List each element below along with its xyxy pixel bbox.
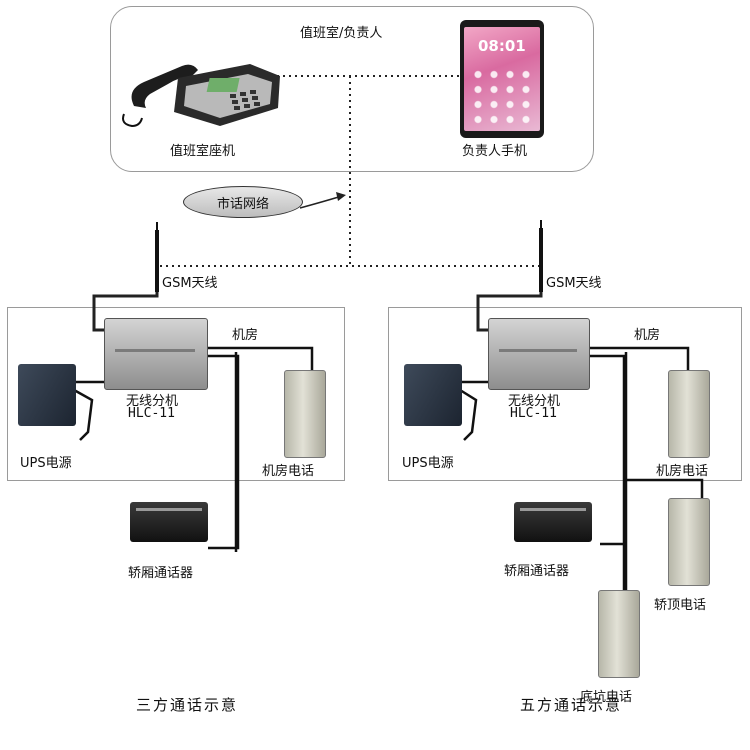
left-room-phone-icon: [284, 370, 326, 458]
left-antenna: [92, 222, 159, 332]
mobile-clock: 08:01: [478, 37, 526, 55]
city-network-ellipse: 市话网络: [183, 186, 303, 218]
right-wiring: [459, 346, 704, 592]
left-room-phone-label: 机房电话: [262, 464, 315, 479]
left-car-intercom-label: 轿厢通话器: [128, 566, 194, 581]
dotted-network-lines: [160, 75, 540, 267]
mobile-phone-label: 负责人手机: [462, 144, 528, 159]
right-room-phone-label: 机房电话: [656, 464, 709, 479]
left-ups-icon: [18, 364, 76, 426]
right-wireless-unit-icon: [488, 318, 590, 390]
left-unit-label-2: HLC-11: [128, 406, 175, 421]
city-network-label: 市话网络: [216, 196, 269, 212]
right-room-phone-icon: [668, 370, 710, 458]
right-room-label: 机房: [634, 328, 661, 343]
right-antenna: [476, 220, 543, 332]
right-ups-icon: [404, 364, 462, 426]
right-car-top-phone-icon: [668, 498, 710, 586]
right-car-top-phone-label: 轿顶电话: [654, 598, 707, 613]
left-wireless-unit-icon: [104, 318, 208, 390]
mobile-phone-icon: 08:01: [460, 20, 544, 138]
right-ups-label: UPS电源: [402, 456, 454, 471]
right-unit-label-1: 无线分机: [508, 394, 561, 409]
duty-room-title: 值班室/负责人: [300, 26, 383, 41]
left-car-intercom-icon: [130, 502, 208, 542]
desk-phone-label: 值班室座机: [170, 144, 236, 159]
right-unit-label-2: HLC-11: [510, 406, 557, 421]
left-antenna-label: GSM天线: [162, 276, 218, 291]
right-pit-phone-icon: [598, 590, 640, 678]
right-pit-phone-label: 底坑电话: [580, 690, 633, 705]
left-ups-label: UPS电源: [20, 456, 72, 471]
right-car-intercom-label: 轿厢通话器: [504, 564, 570, 579]
left-caption: 三方通话示意: [136, 696, 239, 714]
left-room-label: 机房: [232, 328, 259, 343]
right-car-intercom-icon: [514, 502, 592, 542]
left-wiring: [73, 346, 314, 552]
right-antenna-label: GSM天线: [546, 276, 602, 291]
app-grid-icon: [470, 67, 534, 125]
left-unit-label-1: 无线分机: [126, 394, 179, 409]
right-caption: 五方通话示意: [520, 696, 623, 714]
desk-phone-icon: [120, 48, 288, 128]
network-arrow: [299, 192, 346, 209]
